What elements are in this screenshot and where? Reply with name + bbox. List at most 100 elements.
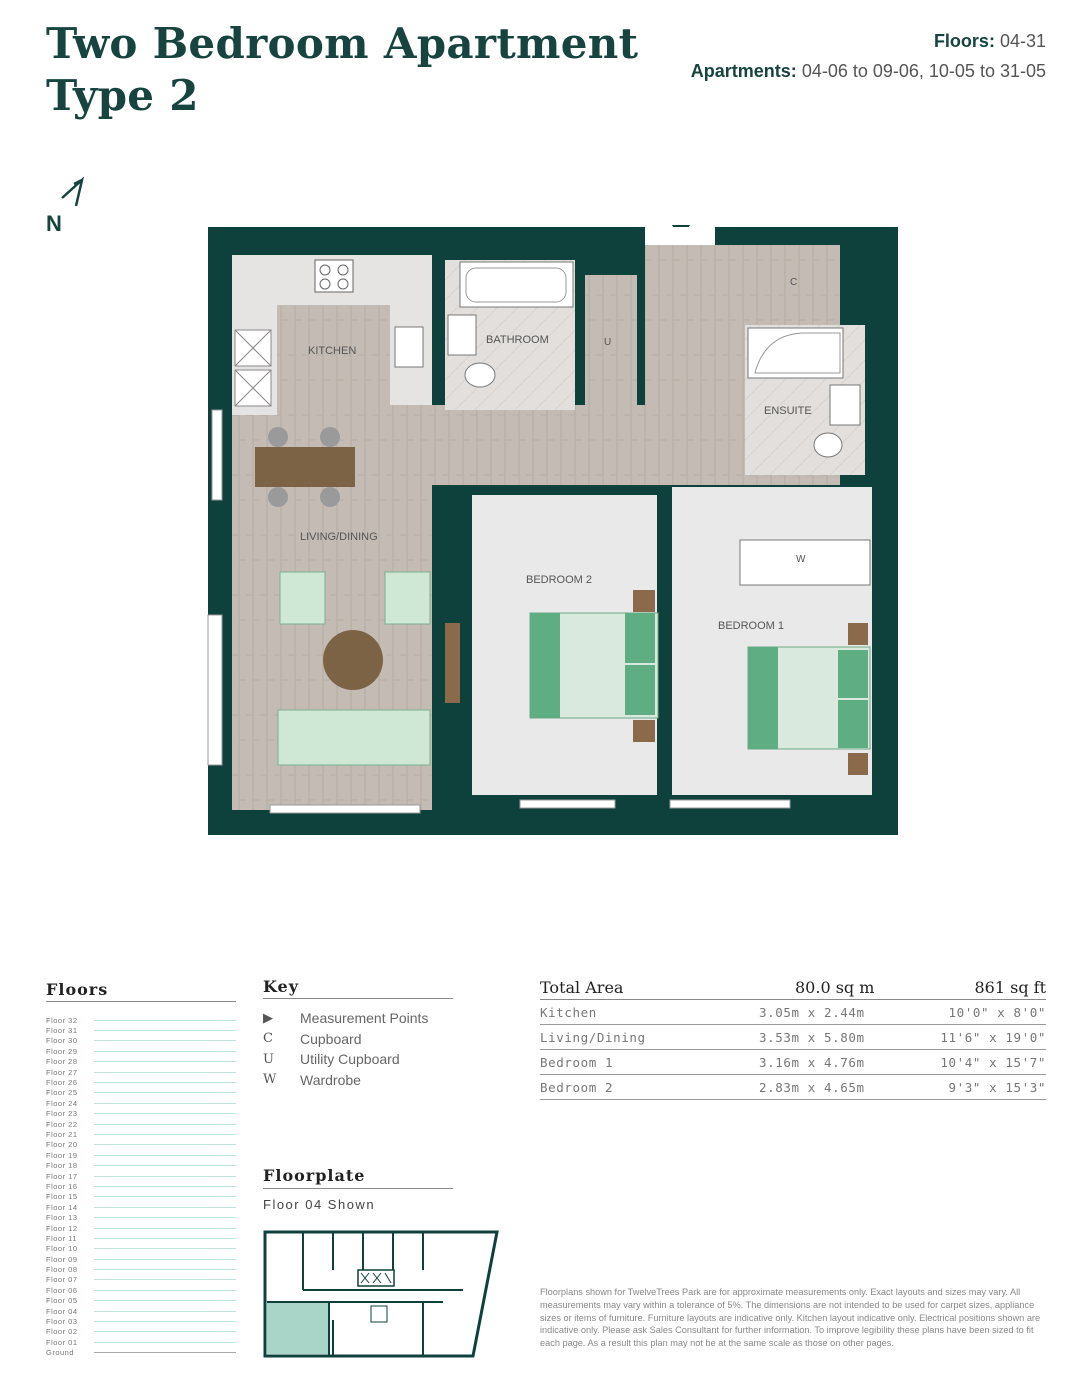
floor-line <box>94 1227 236 1229</box>
floor-row: Floor 29 <box>46 1046 236 1056</box>
room-name: Bedroom 1 <box>540 1054 614 1070</box>
floor-line <box>94 1175 236 1177</box>
floor-row: Floor 01 <box>46 1337 236 1347</box>
floor-line <box>94 1310 236 1312</box>
kitchen-label: KITCHEN <box>308 345 356 357</box>
floor-row: Floor 12 <box>46 1223 236 1233</box>
living-label: LIVING/DINING <box>300 531 378 543</box>
bathroom-label: BATHROOM <box>486 334 549 346</box>
floor-label: Floor 26 <box>46 1078 78 1088</box>
key-symbol: W <box>263 1072 277 1088</box>
floor-label: Floor 20 <box>46 1140 78 1150</box>
floor-row: Floor 13 <box>46 1212 236 1222</box>
floor-line <box>94 1217 236 1219</box>
floor-label: Floor 14 <box>46 1202 78 1212</box>
floor-plan: KITCHEN BATHROOM U C ENSUITE BEDROOM 2 W… <box>190 215 910 850</box>
floor-line <box>94 1123 236 1125</box>
floor-label: Floor 24 <box>46 1098 78 1108</box>
total-area-imperial: 861 sq ft <box>974 977 1046 997</box>
floor-label: Floor 09 <box>46 1254 78 1264</box>
floor-row: Floor 08 <box>46 1264 236 1274</box>
north-arrow-icon: N <box>44 176 92 241</box>
room-name: Kitchen <box>540 1004 597 1020</box>
floor-row: Floor 15 <box>46 1192 236 1202</box>
floor-row: Floor 07 <box>46 1275 236 1285</box>
floor-line <box>94 1050 236 1052</box>
title-line-1: Two Bedroom Apartment <box>46 19 639 68</box>
area-row: Bedroom 1 3.16m x 4.76m 10'4" x 15'7" <box>540 1050 1046 1075</box>
floor-label: Floor 08 <box>46 1265 78 1275</box>
floor-label: Floor 28 <box>46 1057 78 1067</box>
floor-line <box>94 1196 236 1198</box>
floor-label: Floor 18 <box>46 1161 78 1171</box>
floor-line <box>94 1019 236 1021</box>
floor-row: Floor 14 <box>46 1202 236 1212</box>
page-title: Two Bedroom Apartment Type 2 <box>46 18 638 122</box>
floor-label: Ground <box>46 1348 75 1358</box>
floorplate-heading: Floorplate <box>263 1166 366 1185</box>
room-imperial: 10'4" x 15'7" <box>940 1054 1046 1070</box>
floor-line <box>94 1102 236 1104</box>
floor-row: Floor 32 <box>46 1015 236 1025</box>
area-heading: Total Area <box>540 977 624 997</box>
floor-row: Floor 22 <box>46 1119 236 1129</box>
north-letter: N <box>46 211 62 236</box>
wardrobe-label: W <box>796 554 806 565</box>
floor-line <box>94 1352 236 1354</box>
floor-line <box>94 1040 236 1042</box>
floor-row: Floor 31 <box>46 1025 236 1035</box>
floor-line <box>94 1061 236 1063</box>
floor-label: Floor 32 <box>46 1015 78 1025</box>
room-name: Bedroom 2 <box>540 1079 614 1095</box>
floor-label: Floor 02 <box>46 1327 78 1337</box>
floorplate-diagram <box>263 1230 503 1365</box>
floor-label: Floor 15 <box>46 1192 78 1202</box>
floor-label: Floor 07 <box>46 1275 78 1285</box>
floor-label: Floor 25 <box>46 1088 78 1098</box>
utility-label: U <box>604 337 611 348</box>
floor-row: Floor 27 <box>46 1067 236 1077</box>
floor-line <box>94 1165 236 1167</box>
floor-row: Floor 18 <box>46 1160 236 1170</box>
floors-value: 04-31 <box>999 31 1046 51</box>
floor-line <box>94 1030 236 1032</box>
floor-line <box>94 1113 236 1115</box>
floor-label: Floor 05 <box>46 1296 78 1306</box>
ensuite-label: ENSUITE <box>764 405 812 417</box>
apartment-meta: Floors: 04-31 Apartments: 04-06 to 09-06… <box>691 26 1046 86</box>
room-name: Living/Dining <box>540 1029 646 1045</box>
floor-label: Floor 31 <box>46 1026 78 1036</box>
floor-label: Floor 10 <box>46 1244 78 1254</box>
floor-line <box>94 1071 236 1073</box>
floor-row: Floor 16 <box>46 1181 236 1191</box>
floor-line <box>94 1237 236 1239</box>
floor-label: Floor 04 <box>46 1306 78 1316</box>
floor-row: Floor 28 <box>46 1057 236 1067</box>
floor-row: Floor 03 <box>46 1316 236 1326</box>
apartments-label: Apartments: <box>690 61 797 81</box>
key-symbol: C <box>263 1031 273 1047</box>
floor-row: Floor 25 <box>46 1088 236 1098</box>
floor-label: Floor 27 <box>46 1067 78 1077</box>
floorplate-subtitle: Floor 04 Shown <box>263 1197 376 1212</box>
floor-line <box>94 1092 236 1094</box>
floor-row: Floor 21 <box>46 1129 236 1139</box>
floors-rule <box>46 1001 236 1002</box>
bedroom2-label: BEDROOM 2 <box>526 574 592 586</box>
apartments-value: 04-06 to 09-06, 10-05 to 31-05 <box>801 61 1046 81</box>
room-metric: 3.16m x 4.76m <box>759 1054 865 1070</box>
room-metric: 3.53m x 5.80m <box>759 1029 865 1045</box>
key-label: Measurement Points <box>300 1010 429 1027</box>
floor-line <box>94 1279 236 1281</box>
floor-label: Floor 16 <box>46 1181 78 1191</box>
floor-line <box>94 1144 236 1146</box>
disclaimer-text: Floorplans shown for TwelveTrees Park ar… <box>540 1287 1041 1349</box>
key-rule <box>263 998 453 999</box>
